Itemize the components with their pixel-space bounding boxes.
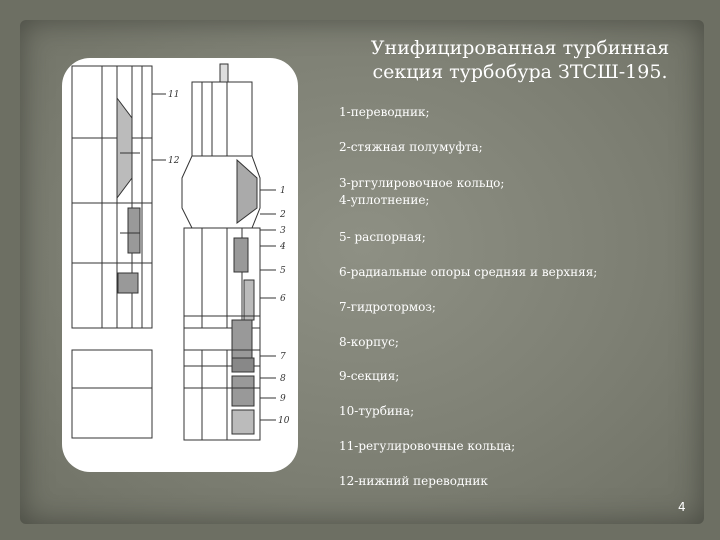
- list-item: 2-стяжная полумуфта;: [339, 140, 483, 154]
- list-item: 1-переводник;: [339, 105, 430, 119]
- list-item: 11-регулировочные кольца;: [339, 439, 516, 453]
- list-item: 5- распорная;: [339, 230, 426, 244]
- right-housing-outline: [183, 227, 261, 329]
- list-item: 7-гидротормоз;: [339, 300, 436, 314]
- callout-11: 11: [168, 90, 179, 100]
- left-body-outline: [71, 65, 153, 329]
- list-item: 10-турбина;: [339, 404, 415, 418]
- callout-5: 5: [280, 266, 286, 276]
- title-line-1: Унифицированная турбинная: [370, 37, 670, 59]
- callout-8: 8: [280, 374, 286, 384]
- callout-6: 6: [280, 294, 286, 304]
- callout-9: 9: [280, 394, 286, 404]
- list-item: 3-рггулировочное кольцо;: [339, 176, 505, 190]
- callout-2: 2: [279, 210, 286, 220]
- callout-10: 10: [278, 416, 290, 426]
- slide-title: Унифицированная турбинная секция турбобу…: [345, 36, 695, 84]
- callout-1: 1: [280, 186, 286, 196]
- list-item: 4-уплотнение;: [339, 193, 430, 207]
- callout-4: 4: [279, 242, 286, 252]
- page-number: 4: [678, 500, 686, 514]
- callout-12: 12: [168, 156, 180, 166]
- list-item: 12-нижний переводник: [339, 474, 488, 488]
- callout-3: 3: [280, 226, 286, 236]
- left-lower-body-outline: [71, 349, 153, 439]
- right-lower-body-outline: [183, 349, 261, 441]
- list-item: 9-секция;: [339, 369, 400, 383]
- title-line-2: секция турбобура ЗТСШ-195.: [372, 61, 668, 83]
- list-item: 6-радиальные опоры средняя и верхняя;: [339, 265, 598, 279]
- turbodrill-section-drawing: 1 2 3 4 5 6 7 8 9 10 11 12: [71, 63, 290, 441]
- turbodrill-drawing-panel: 1 2 3 4 5 6 7 8 9 10 11 12: [62, 58, 298, 472]
- callout-7: 7: [280, 352, 286, 362]
- list-item: 8-корпус;: [339, 335, 399, 349]
